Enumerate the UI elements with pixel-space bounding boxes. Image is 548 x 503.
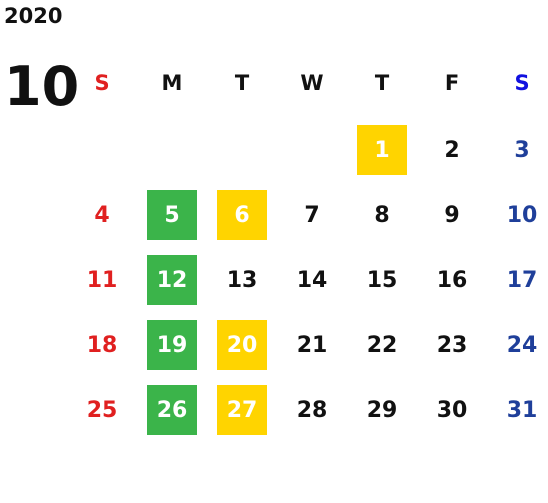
day-cell: 18 bbox=[86, 332, 118, 358]
day-cell: 2 bbox=[444, 137, 460, 163]
weekday-monday: M bbox=[161, 71, 183, 95]
day-cell bbox=[287, 125, 337, 175]
day-cell: 7 bbox=[304, 202, 320, 228]
week-row: 18 19 20 21 22 23 24 bbox=[70, 320, 542, 370]
weekday-sunday: S bbox=[94, 71, 110, 95]
day-cell: 25 bbox=[86, 397, 118, 423]
day-cell: 23 bbox=[436, 332, 468, 358]
week-row: 4 5 6 7 8 9 10 bbox=[70, 190, 542, 240]
weekday-friday: F bbox=[444, 71, 460, 95]
day-cell-highlighted: 12 bbox=[147, 255, 197, 305]
day-cell: 9 bbox=[444, 202, 460, 228]
day-cell-highlighted: 20 bbox=[217, 320, 267, 370]
day-cell: 29 bbox=[366, 397, 398, 423]
weekday-thursday: T bbox=[374, 71, 390, 95]
day-cell: 11 bbox=[86, 267, 118, 293]
day-cell: 15 bbox=[366, 267, 398, 293]
month-label: 10 bbox=[4, 55, 80, 118]
day-cell: 17 bbox=[506, 267, 538, 293]
week-row: 1 2 3 bbox=[70, 125, 542, 175]
day-cell: 16 bbox=[436, 267, 468, 293]
weekday-wednesday: W bbox=[300, 71, 324, 95]
day-cell-highlighted: 6 bbox=[217, 190, 267, 240]
day-cell: 10 bbox=[506, 202, 538, 228]
year-label: 2020 bbox=[4, 4, 63, 28]
weekday-saturday: S bbox=[514, 71, 530, 95]
weekday-header: S M T W T F S bbox=[70, 58, 542, 108]
day-cell: 28 bbox=[296, 397, 328, 423]
day-cell: 30 bbox=[436, 397, 468, 423]
day-cell: 4 bbox=[94, 202, 110, 228]
day-cell-highlighted: 26 bbox=[147, 385, 197, 435]
day-cell-highlighted: 27 bbox=[217, 385, 267, 435]
day-cell-highlighted: 19 bbox=[147, 320, 197, 370]
day-cell: 24 bbox=[506, 332, 538, 358]
day-cell bbox=[147, 125, 197, 175]
day-cell: 3 bbox=[514, 137, 530, 163]
day-cell: 8 bbox=[374, 202, 390, 228]
week-row: 25 26 27 28 29 30 31 bbox=[70, 385, 542, 435]
day-cell: 13 bbox=[226, 267, 258, 293]
day-cell: 22 bbox=[366, 332, 398, 358]
day-cell: 21 bbox=[296, 332, 328, 358]
day-cell-highlighted: 1 bbox=[357, 125, 407, 175]
day-cell bbox=[77, 125, 127, 175]
weekday-tuesday: T bbox=[234, 71, 250, 95]
day-cell: 14 bbox=[296, 267, 328, 293]
week-row: 11 12 13 14 15 16 17 bbox=[70, 255, 542, 305]
day-cell bbox=[217, 125, 267, 175]
day-cell-highlighted: 5 bbox=[147, 190, 197, 240]
day-cell: 31 bbox=[506, 397, 538, 423]
